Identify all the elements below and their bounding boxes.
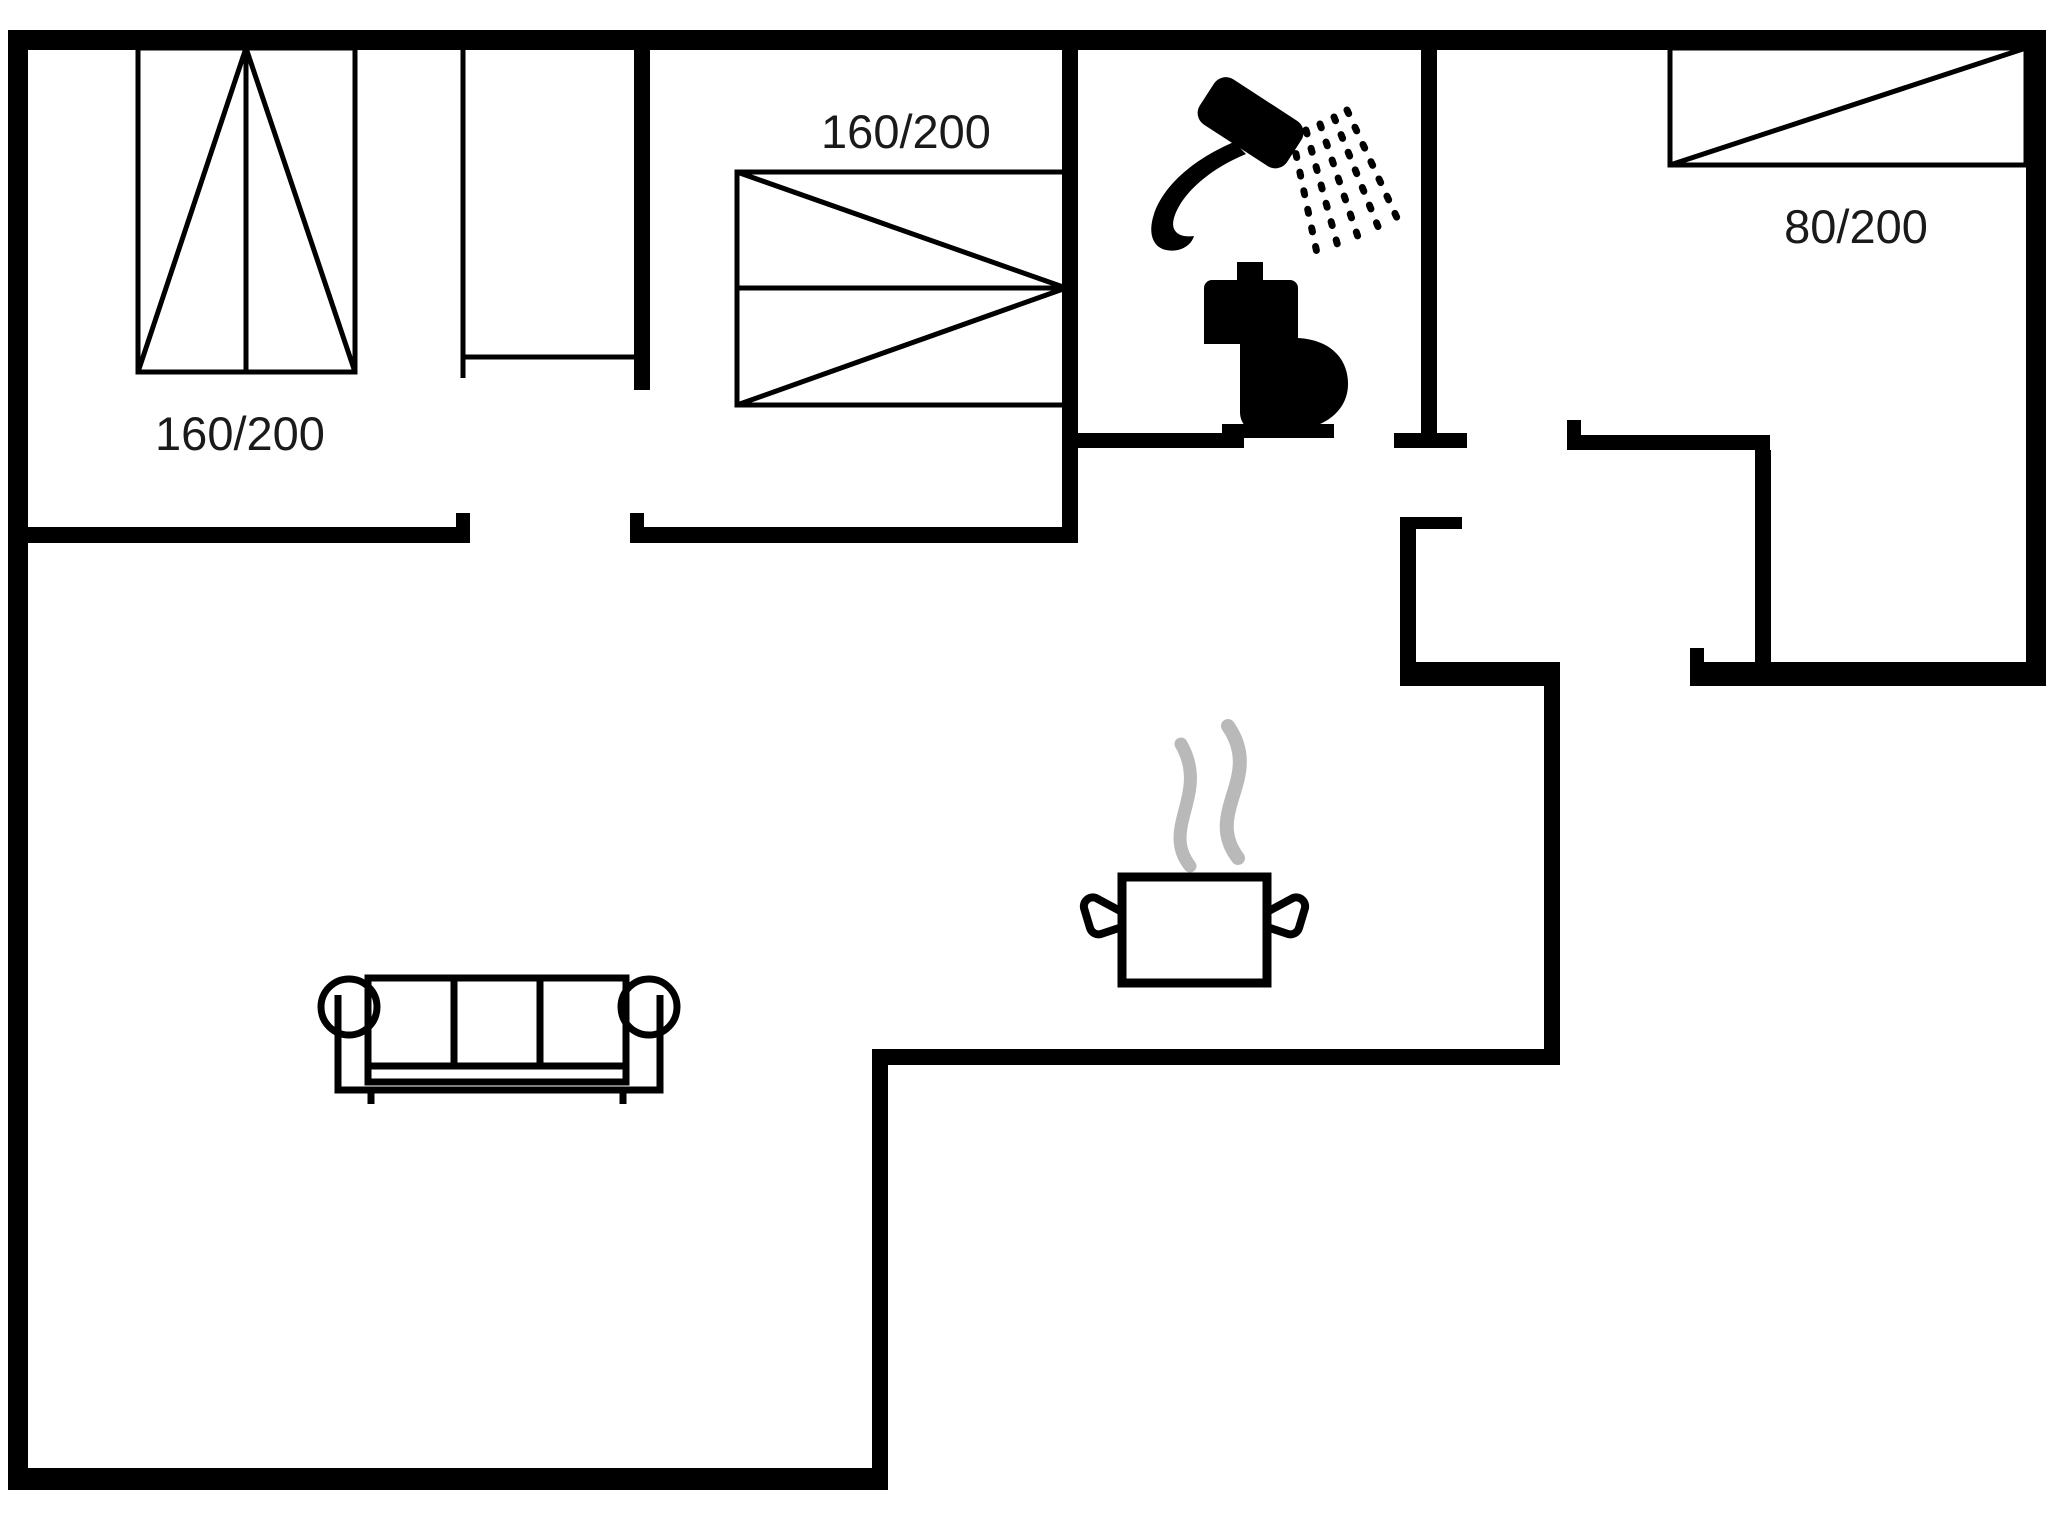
toilet-base	[1222, 424, 1334, 438]
bed2-diagonal-top	[736, 169, 1067, 291]
sofa-body	[334, 995, 664, 1094]
wall-bedrooms-bottom-right	[630, 527, 1070, 543]
steam-wisp-left	[1173, 737, 1197, 873]
sofa-cushion-1	[364, 974, 458, 1070]
bed1-diagonal-right	[243, 47, 358, 373]
pot-body	[1117, 872, 1272, 988]
wall-kitchen-tick	[1400, 517, 1462, 529]
sofa-seat-band	[364, 1062, 630, 1086]
bed3-outline	[1667, 45, 2029, 168]
shower-handle	[1151, 142, 1246, 251]
toilet-tank	[1204, 280, 1298, 344]
wall-bedrooms-bottom-left	[15, 527, 470, 543]
wall-right-outer	[2026, 30, 2046, 686]
wall-divider-right	[1690, 662, 2046, 686]
toilet-button	[1237, 262, 1263, 284]
door-jamb-bedroom1-right	[630, 513, 644, 527]
steam-icon	[1173, 719, 1247, 873]
bed3-size-label: 80/200	[1784, 200, 1928, 253]
door-jamb-bedroom3	[1567, 420, 1581, 435]
sofa-cushion-2	[450, 974, 544, 1070]
wall-bedroom3-connector	[1755, 450, 1771, 675]
bed2-diagonal-bottom	[736, 285, 1067, 408]
cooking-pot-icon	[1079, 872, 1310, 988]
toilet-icon	[1204, 262, 1348, 438]
wall-bathroom-left	[1062, 30, 1078, 543]
toilet-stem	[1258, 414, 1308, 426]
shower-head	[1197, 77, 1304, 169]
wall-bedroom3-bottom	[1567, 435, 1770, 450]
sofa-armrest-left	[317, 975, 381, 1039]
wall-divider-left	[1400, 662, 1560, 686]
wall-bathroom-bottom	[1069, 433, 1244, 448]
steam-wisp-right	[1219, 719, 1247, 865]
wall-left-outer	[8, 30, 28, 1490]
pot-handle-left	[1079, 893, 1124, 939]
door-jamb-bedroom1-left	[456, 513, 470, 527]
bed3-diagonal	[1669, 45, 2027, 168]
shower-icon	[1151, 77, 1402, 262]
wall-kitchen-vertical	[1400, 517, 1416, 686]
shower-spray	[1288, 106, 1402, 262]
toilet-bowl	[1240, 338, 1348, 430]
wardrobe-icon	[460, 48, 634, 378]
wall-top-outer	[8, 30, 2046, 50]
pot-handle-right	[1265, 893, 1310, 939]
wall-step-vertical-2	[1544, 675, 1560, 1065]
sofa-icon	[317, 974, 681, 1104]
bed1-size-label: 160/200	[155, 407, 325, 460]
walls	[8, 30, 2046, 1490]
wall-bottom-outer	[8, 1468, 888, 1490]
wall-step-horizontal	[872, 1049, 1560, 1065]
sofa-cushion-3	[536, 974, 630, 1070]
bedroom3-single-bed-icon	[1667, 45, 2029, 168]
wall-bathroom-right-foot	[1394, 433, 1467, 448]
wall-step-vertical	[872, 1065, 888, 1490]
bedroom2-double-bed-icon	[734, 169, 1069, 408]
bed1-diagonal-left	[135, 47, 249, 373]
bed2-size-label: 160/200	[821, 105, 991, 158]
wall-bathroom-right	[1421, 30, 1437, 448]
wall-bedroom-divider	[634, 30, 650, 390]
sofa-armrest-right	[617, 975, 681, 1039]
door-jamb-terrace	[1690, 648, 1704, 662]
bedroom1-double-bed-icon	[135, 45, 358, 375]
